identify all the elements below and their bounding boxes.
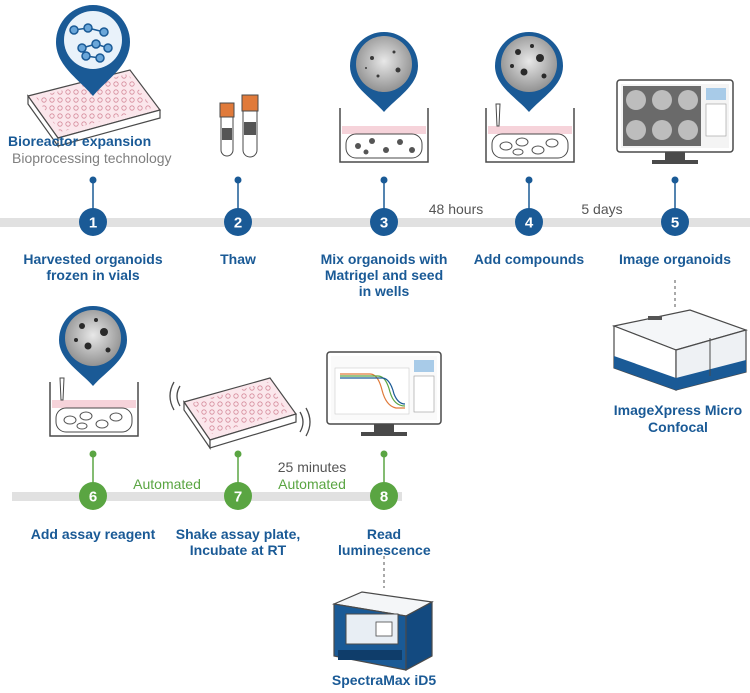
step-label-6: Add assay reagent <box>30 526 156 542</box>
step-number-1: 1 <box>89 215 97 232</box>
step-number-2: 2 <box>234 215 242 232</box>
microscopy-pin-icon-3 <box>350 32 418 112</box>
stem-dot-7 <box>234 450 242 458</box>
luminescence-monitor-icon <box>326 351 442 436</box>
stem-dot-3 <box>380 176 388 184</box>
step-number-3: 3 <box>380 215 388 232</box>
step-circle-8: 8 <box>370 482 398 510</box>
step-number-5: 5 <box>671 215 679 232</box>
stem-dot-2 <box>234 176 242 184</box>
shaking-plate-icon <box>169 377 311 450</box>
header-title: Bioreactor expansion <box>8 133 152 149</box>
step-circle-3: 3 <box>370 208 398 236</box>
step-label-4: Add compounds <box>473 251 585 267</box>
step-circle-2: 2 <box>224 208 252 236</box>
interval-5-days: 5 days <box>581 201 623 217</box>
step-circle-7: 7 <box>224 482 252 510</box>
stem-dot-4 <box>525 176 533 184</box>
step-circle-6: 6 <box>79 482 107 510</box>
step-circle-4: 4 <box>515 208 543 236</box>
step-label-5: Image organoids <box>618 251 732 267</box>
imagexpress-instrument-icon <box>611 309 748 391</box>
stem-dot-6 <box>89 450 97 458</box>
culture-well-icon-4 <box>485 103 575 163</box>
instrument-label-spectramax: SpectraMax iD5 <box>331 672 437 688</box>
step-label-3: Mix organoids with Matrigel and seed in … <box>320 251 448 299</box>
step-label-7: Shake assay plate, Incubate at RT <box>175 526 301 558</box>
interval-automated-1: Automated <box>133 476 201 492</box>
step-label-2: Thaw <box>220 251 256 267</box>
step-circle-5: 5 <box>661 208 689 236</box>
step-number-8: 8 <box>380 489 388 506</box>
header-subtitle: Bioprocessing technology <box>12 150 172 166</box>
bioreactor-pin-icon <box>56 5 130 96</box>
stem-dot-1 <box>89 176 97 184</box>
microscopy-pin-icon-6 <box>59 306 127 386</box>
stems-row2 <box>92 454 385 484</box>
step-number-6: 6 <box>89 489 97 506</box>
stems-row1 <box>92 180 676 210</box>
bioreactor-plate-icon <box>27 69 162 148</box>
interval-25-minutes: 25 minutes <box>277 459 347 475</box>
timeline-bar-row2 <box>12 492 402 501</box>
interval-48-hours: 48 hours <box>428 201 484 217</box>
cryovial-icon-left <box>219 102 235 157</box>
step-number-7: 7 <box>234 489 242 506</box>
stem-dot-5 <box>671 176 679 184</box>
stem-dot-8 <box>380 450 388 458</box>
spectramax-instrument-icon <box>331 591 434 672</box>
interval-automated-2: Automated <box>278 476 346 492</box>
microscopy-pin-icon-4 <box>495 32 563 112</box>
step-label-1: Harvested organoids frozen in vials <box>23 251 163 283</box>
imaging-monitor-icon <box>616 79 734 164</box>
step-number-4: 4 <box>525 215 534 232</box>
culture-well-icon-3 <box>339 108 429 163</box>
instrument-label-imagexpress: ImageXpress Micro Confocal <box>613 402 743 435</box>
step-label-8: Read luminescence <box>338 526 431 558</box>
cryovial-icon-right <box>241 94 259 158</box>
vibration-icon <box>169 381 311 437</box>
culture-well-icon-6 <box>49 377 139 437</box>
step-circle-1: 1 <box>79 208 107 236</box>
